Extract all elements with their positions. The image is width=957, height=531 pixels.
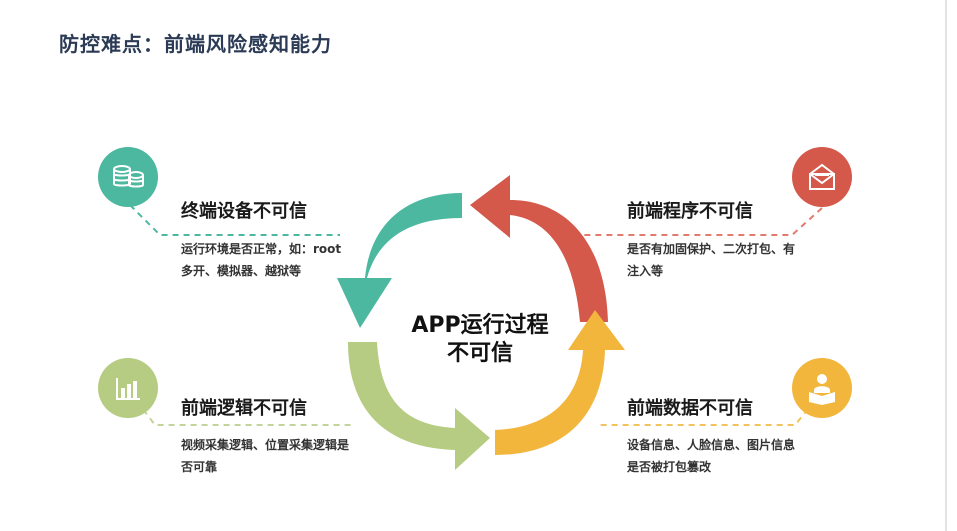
teal-arrow [337, 193, 462, 328]
green-arrow [348, 342, 490, 470]
device-desc-line1: 运行环境是否正常，如：root [181, 242, 342, 256]
orange-arrow [495, 310, 625, 455]
center-label-line2: 不可信 [446, 341, 513, 366]
logic-heading: 前端逻辑不可信 [181, 398, 307, 419]
data-description: 设备信息、人脸信息、图片信息 是否被打包篡改 [627, 434, 795, 478]
data-desc-line1: 设备信息、人脸信息、图片信息 [627, 438, 796, 452]
envelope-icon [792, 147, 852, 207]
device-description: 运行环境是否正常，如：root 多开、模拟器、越狱等 [181, 238, 341, 282]
program-desc-line2: 注入等 [627, 264, 664, 278]
right-border-line [945, 0, 947, 531]
bar-chart-icon [98, 358, 158, 418]
device-connector [129, 204, 340, 236]
data-heading: 前端数据不可信 [627, 398, 753, 419]
page-title: 防控难点：前端风险感知能力 [59, 32, 332, 56]
center-label: APP运行过程 不可信 [395, 312, 565, 368]
logic-desc-line2: 否可靠 [181, 460, 218, 474]
data-desc-line2: 是否被打包篡改 [627, 460, 712, 474]
device-desc-line2: 多开、模拟器、越狱等 [181, 264, 302, 278]
program-heading: 前端程序不可信 [627, 201, 753, 222]
logic-description: 视频采集逻辑、位置采集逻辑是 否可靠 [181, 434, 349, 478]
center-label-line1: APP运行过程 [411, 313, 549, 338]
program-description: 是否有加固保护、二次打包、有 注入等 [627, 238, 795, 282]
coins-icon [98, 147, 158, 207]
reader-icon [792, 358, 852, 418]
program-connector [575, 207, 823, 236]
logic-desc-line1: 视频采集逻辑、位置采集逻辑是 [181, 438, 350, 452]
program-desc-line1: 是否有加固保护、二次打包、有 [627, 242, 796, 256]
device-heading: 终端设备不可信 [181, 201, 307, 222]
red-arrow [470, 175, 608, 322]
